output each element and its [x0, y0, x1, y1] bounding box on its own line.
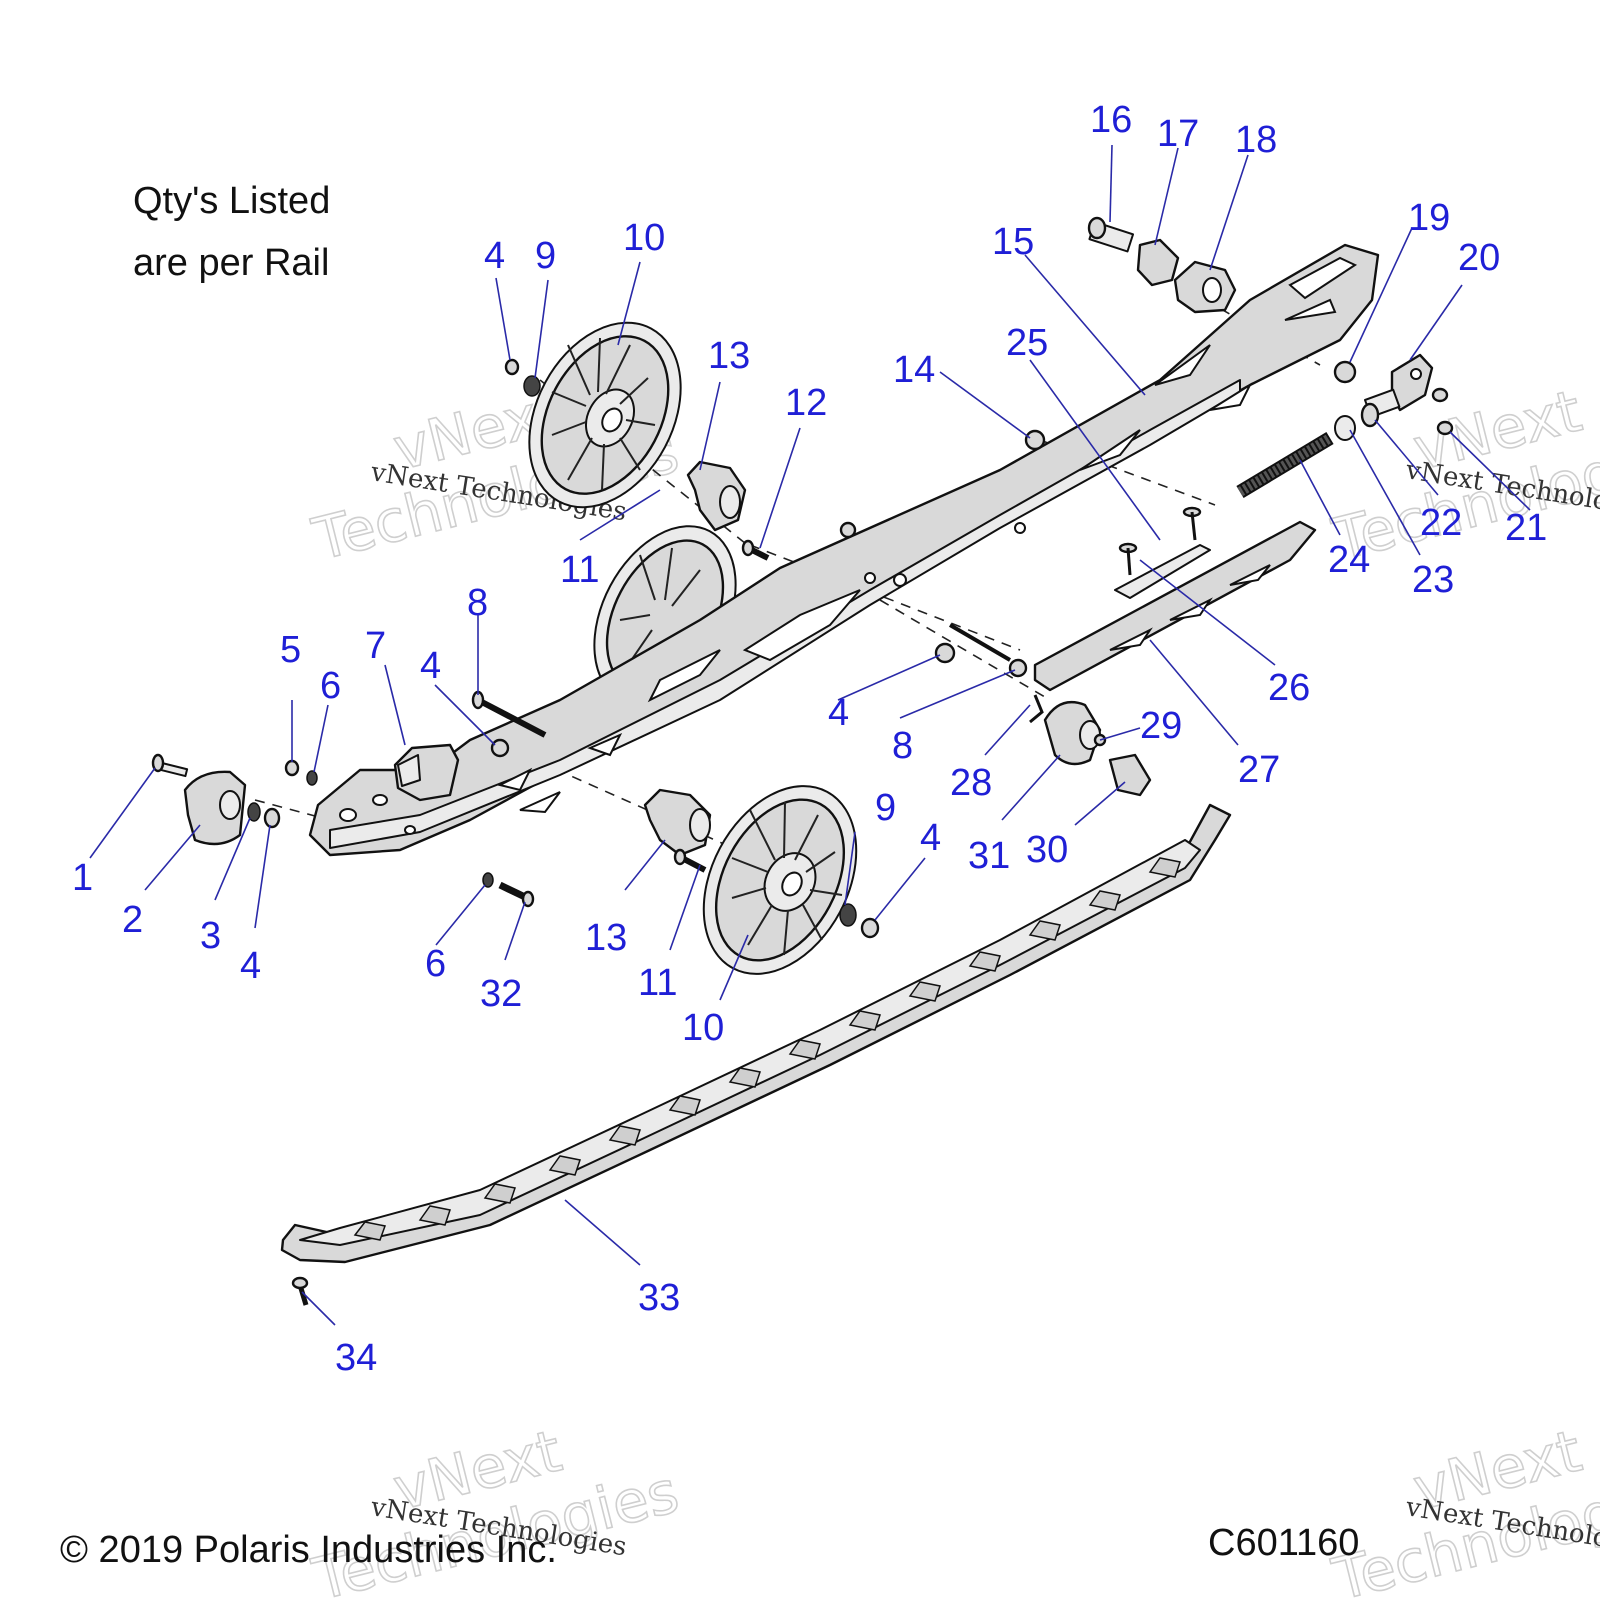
- callout-34: 34: [335, 1337, 377, 1379]
- bumper-block-7: [393, 743, 460, 802]
- callout-3: 3: [200, 915, 221, 957]
- callout-4: 4: [920, 817, 941, 859]
- callout-9: 9: [535, 235, 556, 277]
- callout-13: 13: [708, 335, 750, 377]
- stopper-31: [1043, 700, 1102, 766]
- callout-10: 10: [623, 217, 665, 259]
- axis-line: [254, 799, 331, 821]
- pin-30: [1108, 753, 1152, 797]
- clip-28: [1029, 694, 1044, 724]
- callout-26: 26: [1268, 667, 1310, 709]
- callout-4: 4: [828, 692, 849, 734]
- callout-29: 29: [1140, 705, 1182, 747]
- callout-33: 33: [638, 1277, 680, 1319]
- suspension-rail: [308, 243, 1380, 857]
- wear-strip-33: [280, 803, 1232, 1264]
- axis-line: [1039, 439, 1216, 506]
- callout-7: 7: [365, 625, 386, 667]
- axis-line: [879, 599, 1051, 701]
- bolt-8b: [948, 623, 1028, 678]
- screw-34: [291, 1276, 309, 1306]
- callout-28: 28: [950, 762, 992, 804]
- washer-23: [1334, 415, 1356, 441]
- idler-wheel-lower: [702, 785, 858, 975]
- callout-27: 27: [1238, 749, 1280, 791]
- nut-4a: [263, 807, 281, 829]
- bracket-25: [1114, 506, 1211, 599]
- callout-11: 11: [638, 962, 677, 1004]
- callout-25: 25: [1006, 322, 1048, 364]
- washer-9a: [523, 375, 541, 397]
- diagram-code: C601160: [1208, 1522, 1359, 1564]
- washer-6b: [482, 872, 494, 888]
- pivot-22: [1360, 388, 1401, 428]
- nut-4d: [934, 642, 956, 664]
- callout-22: 22: [1420, 502, 1462, 544]
- note-line-2: are per Rail: [133, 242, 329, 284]
- copyright-text: © 2019 Polaris Industries Inc.: [60, 1529, 557, 1571]
- spacer-13-upper: [686, 460, 747, 532]
- callout-5: 5: [280, 629, 301, 671]
- callout-14: 14: [893, 349, 935, 391]
- bolt-32: [498, 881, 535, 908]
- callout-18: 18: [1235, 119, 1277, 161]
- callout-20: 20: [1458, 237, 1500, 279]
- bolt-11-lower: [673, 848, 707, 873]
- nut-4c: [504, 358, 520, 376]
- callout-30: 30: [1026, 829, 1068, 871]
- bolt-16: [1087, 216, 1135, 253]
- spring-24: [1236, 431, 1334, 499]
- callout-31: 31: [968, 835, 1010, 877]
- callout-9: 9: [875, 787, 896, 829]
- callout-23: 23: [1412, 559, 1454, 601]
- slider-27: [1033, 520, 1317, 692]
- axis-line: [489, 739, 761, 861]
- callout-6: 6: [425, 943, 446, 985]
- callout-10: 10: [682, 1007, 724, 1049]
- callout-6: 6: [320, 665, 341, 707]
- callout-2: 2: [122, 899, 143, 941]
- callout-8: 8: [892, 725, 913, 767]
- washer-6a: [306, 770, 318, 786]
- callout-1: 1: [72, 857, 93, 899]
- screw-21: [1431, 387, 1454, 436]
- quantity-note: Qty's Listed are per Rail: [133, 180, 330, 284]
- axis-line: [749, 544, 1021, 651]
- callout-16: 16: [1090, 99, 1132, 141]
- leader-lines: [89, 144, 1531, 1326]
- callout-13: 13: [585, 917, 627, 959]
- callout-24: 24: [1328, 539, 1370, 581]
- callout-4: 4: [484, 235, 505, 277]
- callout-4: 4: [240, 945, 261, 987]
- washer-3: [247, 802, 261, 822]
- callout-11: 11: [560, 549, 599, 591]
- nut-4e: [860, 917, 880, 939]
- callout-4: 4: [420, 645, 441, 687]
- nut-4b: [490, 738, 510, 758]
- callout-12: 12: [785, 382, 827, 424]
- nut-19: [1333, 360, 1357, 384]
- bolt-12: [741, 539, 770, 561]
- callout-15: 15: [992, 221, 1034, 263]
- bushing-17: [1136, 238, 1180, 287]
- spacer-13-lower: [643, 788, 712, 857]
- nut-5: [284, 759, 300, 777]
- footer: © 2019 Polaris Industries Inc. C601160: [60, 1522, 1359, 1571]
- idler-wheel-upper: [528, 321, 682, 509]
- callout-32: 32: [480, 973, 522, 1015]
- callout-21: 21: [1505, 507, 1547, 549]
- note-line-1: Qty's Listed: [133, 180, 330, 222]
- washer-9b: [839, 903, 857, 927]
- spacer-18: [1173, 260, 1237, 314]
- callout-19: 19: [1408, 197, 1450, 239]
- callout-labels: 1 2 3 4 4 4 4 4 5 6 6 7 8 8 9 9 10 10 11…: [72, 99, 1547, 1379]
- bolt-11-upper: [839, 521, 857, 539]
- bolt-1: [151, 753, 189, 778]
- callout-17: 17: [1157, 113, 1199, 155]
- bolt-14: [1024, 429, 1046, 451]
- callout-8: 8: [467, 582, 488, 624]
